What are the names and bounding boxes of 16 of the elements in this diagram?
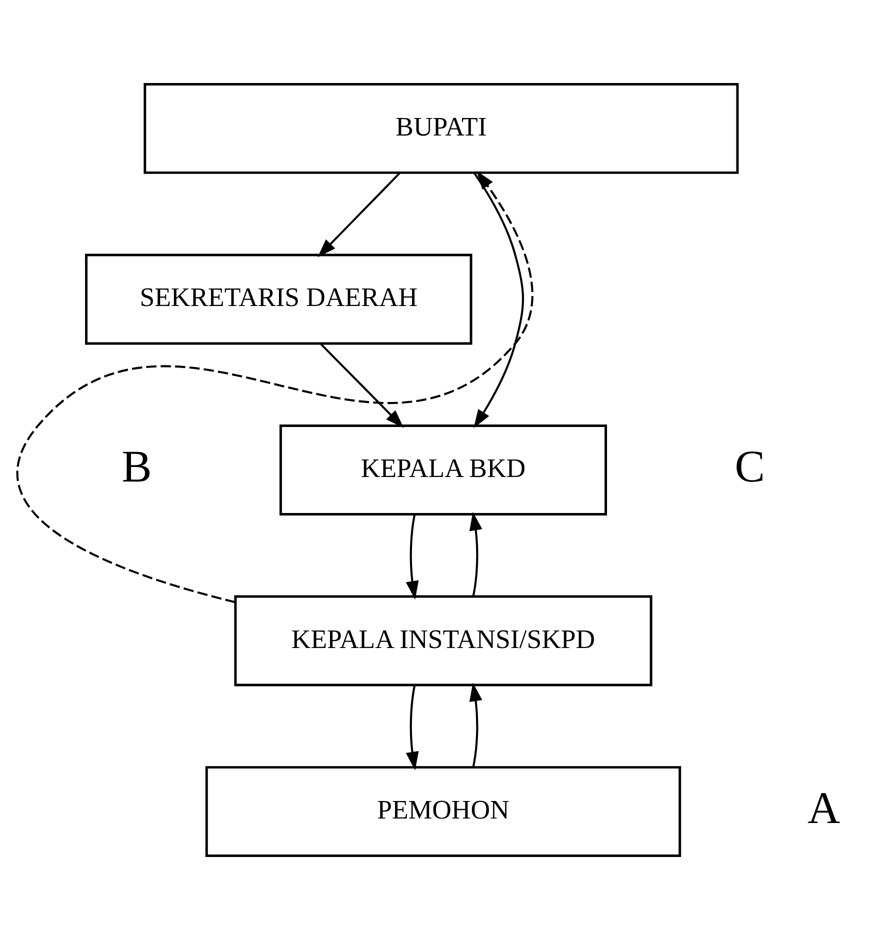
node-box: KEPALA BKD xyxy=(279,424,608,515)
node-box: KEPALA INSTANSI/SKPD xyxy=(234,594,652,686)
arrow xyxy=(473,172,524,428)
label: B xyxy=(122,441,152,492)
arrow xyxy=(318,172,400,257)
node-box: BUPATI xyxy=(144,82,739,174)
label: C xyxy=(734,441,765,492)
label: A xyxy=(808,782,840,833)
node-box: PEMOHON xyxy=(205,766,682,856)
arrow xyxy=(406,514,419,600)
arrow xyxy=(469,511,482,596)
node-box: SEKRETARIS DAERAH xyxy=(85,253,472,344)
arrow xyxy=(469,682,482,767)
arrow xyxy=(17,170,534,603)
arrow xyxy=(406,685,419,770)
arrow xyxy=(320,342,404,428)
